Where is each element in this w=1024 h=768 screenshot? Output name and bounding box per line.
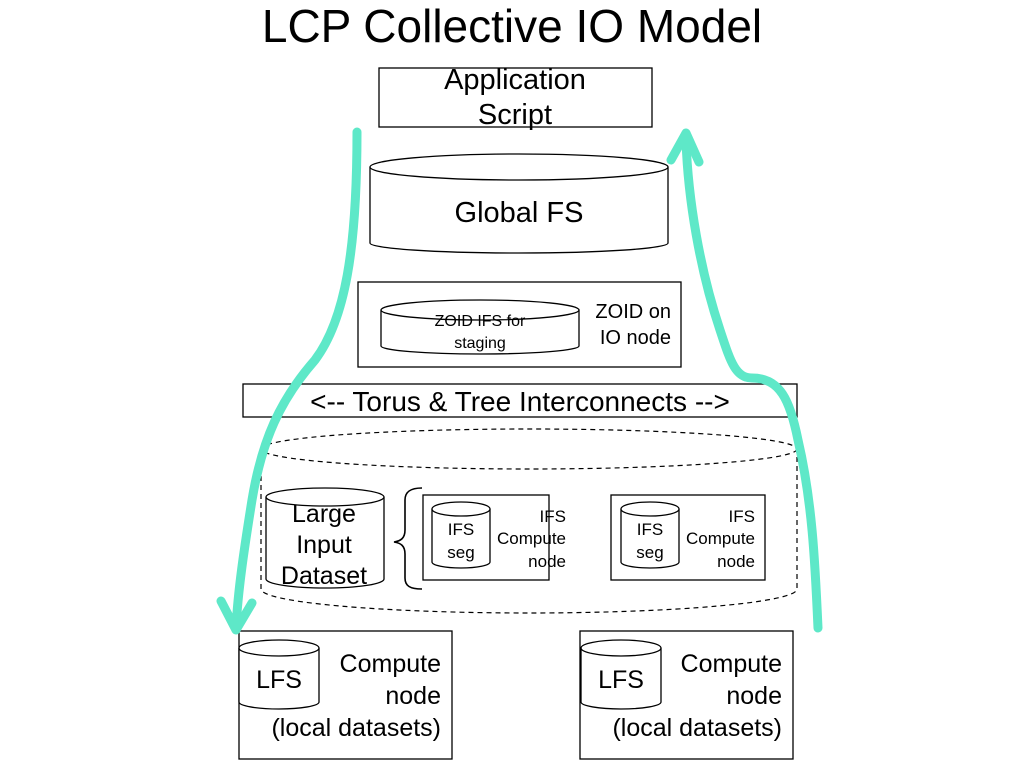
compute-node-line-1: Compute xyxy=(340,650,441,678)
interconnect-bar: <-- Torus & Tree Interconnects --> xyxy=(242,383,798,418)
zoid-ifs-line-1: ZOID IFS for xyxy=(435,313,526,330)
zoid-io-node-line-1: ZOID on xyxy=(595,301,671,323)
ifs-node-label-line-3: node xyxy=(528,552,566,571)
compute-node-line-3: (local datasets) xyxy=(612,714,782,742)
large-input-line-1: Large xyxy=(292,500,356,528)
lfs-label: LFS xyxy=(256,666,302,694)
lfs-label: LFS xyxy=(598,666,644,694)
zoid-ifs-cylinder: ZOID IFS for staging xyxy=(380,299,580,355)
application-script-line-1: Application xyxy=(444,64,586,96)
ifs-compute-node-2: IFS seg IFS Compute node xyxy=(610,494,766,581)
ifs-seg-cylinder: IFS seg xyxy=(431,501,491,569)
ifs-seg-cylinder: IFS seg xyxy=(620,501,680,569)
zoid-ifs-line-2: staging xyxy=(454,335,506,352)
down-arrowhead-icon xyxy=(216,596,257,635)
compute-node-line-2: node xyxy=(385,682,441,710)
compute-node-2: LFS Compute node (local datasets) xyxy=(579,630,794,760)
ifs-seg-line-2: seg xyxy=(447,543,474,562)
compute-node-1: LFS Compute node (local datasets) xyxy=(238,630,453,760)
large-input-dataset-cylinder: Large Input Dataset xyxy=(265,487,385,590)
zoid-io-node-box: ZOID IFS for staging ZOID on IO node xyxy=(357,281,682,368)
page-title: LCP Collective IO Model xyxy=(262,0,762,52)
large-input-line-3: Dataset xyxy=(281,562,367,590)
interconnect-label: <-- Torus & Tree Interconnects --> xyxy=(310,386,730,417)
compute-node-line-3: (local datasets) xyxy=(271,714,441,742)
large-input-line-2: Input xyxy=(296,531,352,559)
lfs-cylinder: LFS xyxy=(238,639,320,710)
up-flow-arrow xyxy=(681,135,823,633)
down-flow-arrow xyxy=(231,127,362,633)
application-script-line-2: Script xyxy=(478,99,552,131)
ifs-seg-line-1: IFS xyxy=(448,520,474,539)
ifs-node-label-line-1: IFS xyxy=(729,507,755,526)
ifs-node-label-line-2: Compute xyxy=(686,529,755,548)
compute-node-line-2: node xyxy=(726,682,782,710)
application-script-box: Application Script xyxy=(378,64,653,131)
up-arrowhead-icon xyxy=(666,128,704,167)
ifs-compute-node-1: IFS seg IFS Compute node xyxy=(422,494,566,581)
data-flow-arrows xyxy=(216,127,823,635)
compute-node-line-1: Compute xyxy=(681,650,782,678)
dataset-brace xyxy=(393,487,423,590)
ifs-node-label-line-3: node xyxy=(717,552,755,571)
global-fs-label: Global FS xyxy=(455,197,584,229)
ifs-node-label-line-2: Compute xyxy=(497,529,566,548)
lfs-cylinder: LFS xyxy=(580,639,662,710)
ifs-node-label-line-1: IFS xyxy=(540,507,566,526)
ifs-seg-line-2: seg xyxy=(636,543,663,562)
zoid-io-node-line-2: IO node xyxy=(600,327,671,349)
global-fs-cylinder: Global FS xyxy=(369,153,669,254)
ifs-seg-line-1: IFS xyxy=(637,520,663,539)
